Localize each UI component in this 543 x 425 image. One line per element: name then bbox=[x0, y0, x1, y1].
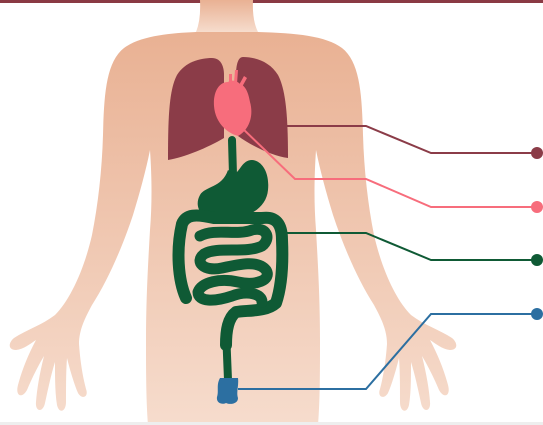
bladder-shape bbox=[217, 378, 238, 404]
bladder-icon bbox=[217, 378, 238, 404]
rectum bbox=[226, 330, 228, 380]
callout-dot-digestive-system bbox=[531, 254, 543, 266]
callout-dot-lungs bbox=[531, 147, 543, 159]
neck bbox=[196, 0, 258, 32]
esophagus bbox=[232, 140, 233, 175]
callout-dot-bladder bbox=[531, 308, 543, 320]
callout-line-digestive-system bbox=[283, 233, 536, 260]
callout-dot-heart bbox=[531, 201, 543, 213]
